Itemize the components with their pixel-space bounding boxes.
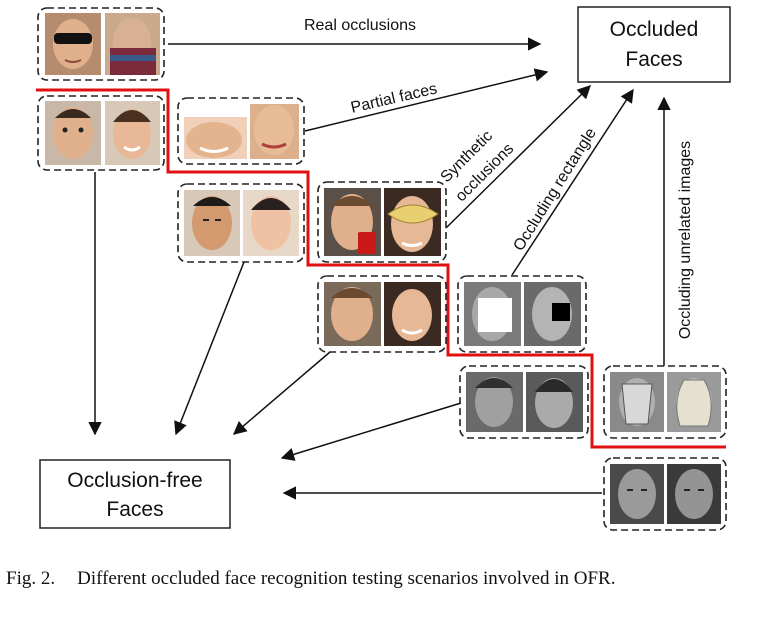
label-occluding-unrelated: Occluding unrelated images	[677, 141, 694, 339]
occlusion-scenarios-diagram: Occluded Faces Occlusion-free Faces Real…	[36, 6, 731, 531]
clean-female-face-thumb	[105, 101, 160, 165]
arrow-clean-synthetic	[232, 351, 331, 435]
real-occlusion-pair	[37, 7, 165, 81]
synthetic-clean-pair	[317, 275, 447, 353]
face-with-object-overlay-thumb	[610, 372, 664, 432]
clean-male-face-thumb	[45, 101, 101, 165]
occluded-faces-line1: Occluded	[610, 18, 699, 41]
occluded-faces-node: Occluded Faces	[577, 6, 731, 83]
real-occlusion-clean-pair	[37, 95, 165, 171]
partial-woman-face-thumb	[250, 104, 299, 159]
face-with-sunglasses-thumb	[45, 13, 101, 75]
arrow-occluding-rectangle	[511, 88, 634, 276]
unrelated-clean-pair	[603, 457, 727, 531]
figure-caption: Fig. 2. Different occluded face recogniti…	[6, 566, 756, 591]
clean-asian-male-face-thumb	[184, 190, 240, 256]
clean-male-face-thumb-2	[324, 282, 381, 346]
face-black-rectangle-thumb	[524, 282, 581, 346]
rectangle-clean-pair	[459, 365, 589, 439]
figure-number: Fig. 2.	[6, 568, 56, 589]
arrow-partial-faces	[304, 68, 549, 132]
clean-asian-female-face-thumb	[243, 190, 299, 256]
rectangle-occlusion-pair	[457, 275, 587, 353]
occluded-faces-line2: Faces	[625, 48, 682, 71]
red-separator-line	[36, 88, 726, 449]
partial-clean-pair	[177, 183, 305, 263]
face-with-mask-thumb	[384, 188, 441, 256]
figure-caption-text: Different occluded face recognition test…	[77, 568, 616, 589]
clean-gray-male-face-thumb-2	[610, 464, 664, 524]
label-real-occlusions: Real occlusions	[304, 17, 416, 34]
label-occluding-rectangle: Occluding rectangle	[511, 125, 600, 254]
face-white-rectangle-thumb	[464, 282, 521, 346]
clean-gray-male-face-thumb	[466, 372, 523, 432]
face-with-vase-overlay-thumb	[667, 372, 721, 432]
synthetic-occlusion-pair	[317, 181, 447, 263]
occlusion-free-faces-node: Occlusion-free Faces	[39, 459, 231, 529]
occlusion-free-faces-line2: Faces	[106, 498, 163, 521]
occlusion-free-faces-line1: Occlusion-free	[67, 469, 202, 492]
arrow-clean-partial	[174, 261, 245, 436]
partial-child-face-thumb	[184, 117, 247, 159]
arrow-synthetic-occlusions	[445, 85, 591, 229]
clean-gray-male-face-thumb-3	[667, 464, 721, 524]
label-partial-faces: Partial faces	[349, 80, 439, 116]
clean-gray-female-face-thumb	[526, 372, 583, 432]
face-with-scarf-thumb	[105, 13, 160, 75]
clean-female-face-thumb-2	[384, 282, 441, 346]
arrow-clean-rectangle	[280, 402, 462, 461]
unrelated-occlusion-pair	[603, 365, 727, 439]
face-with-cup-thumb	[324, 188, 381, 256]
partial-face-pair	[177, 97, 305, 165]
